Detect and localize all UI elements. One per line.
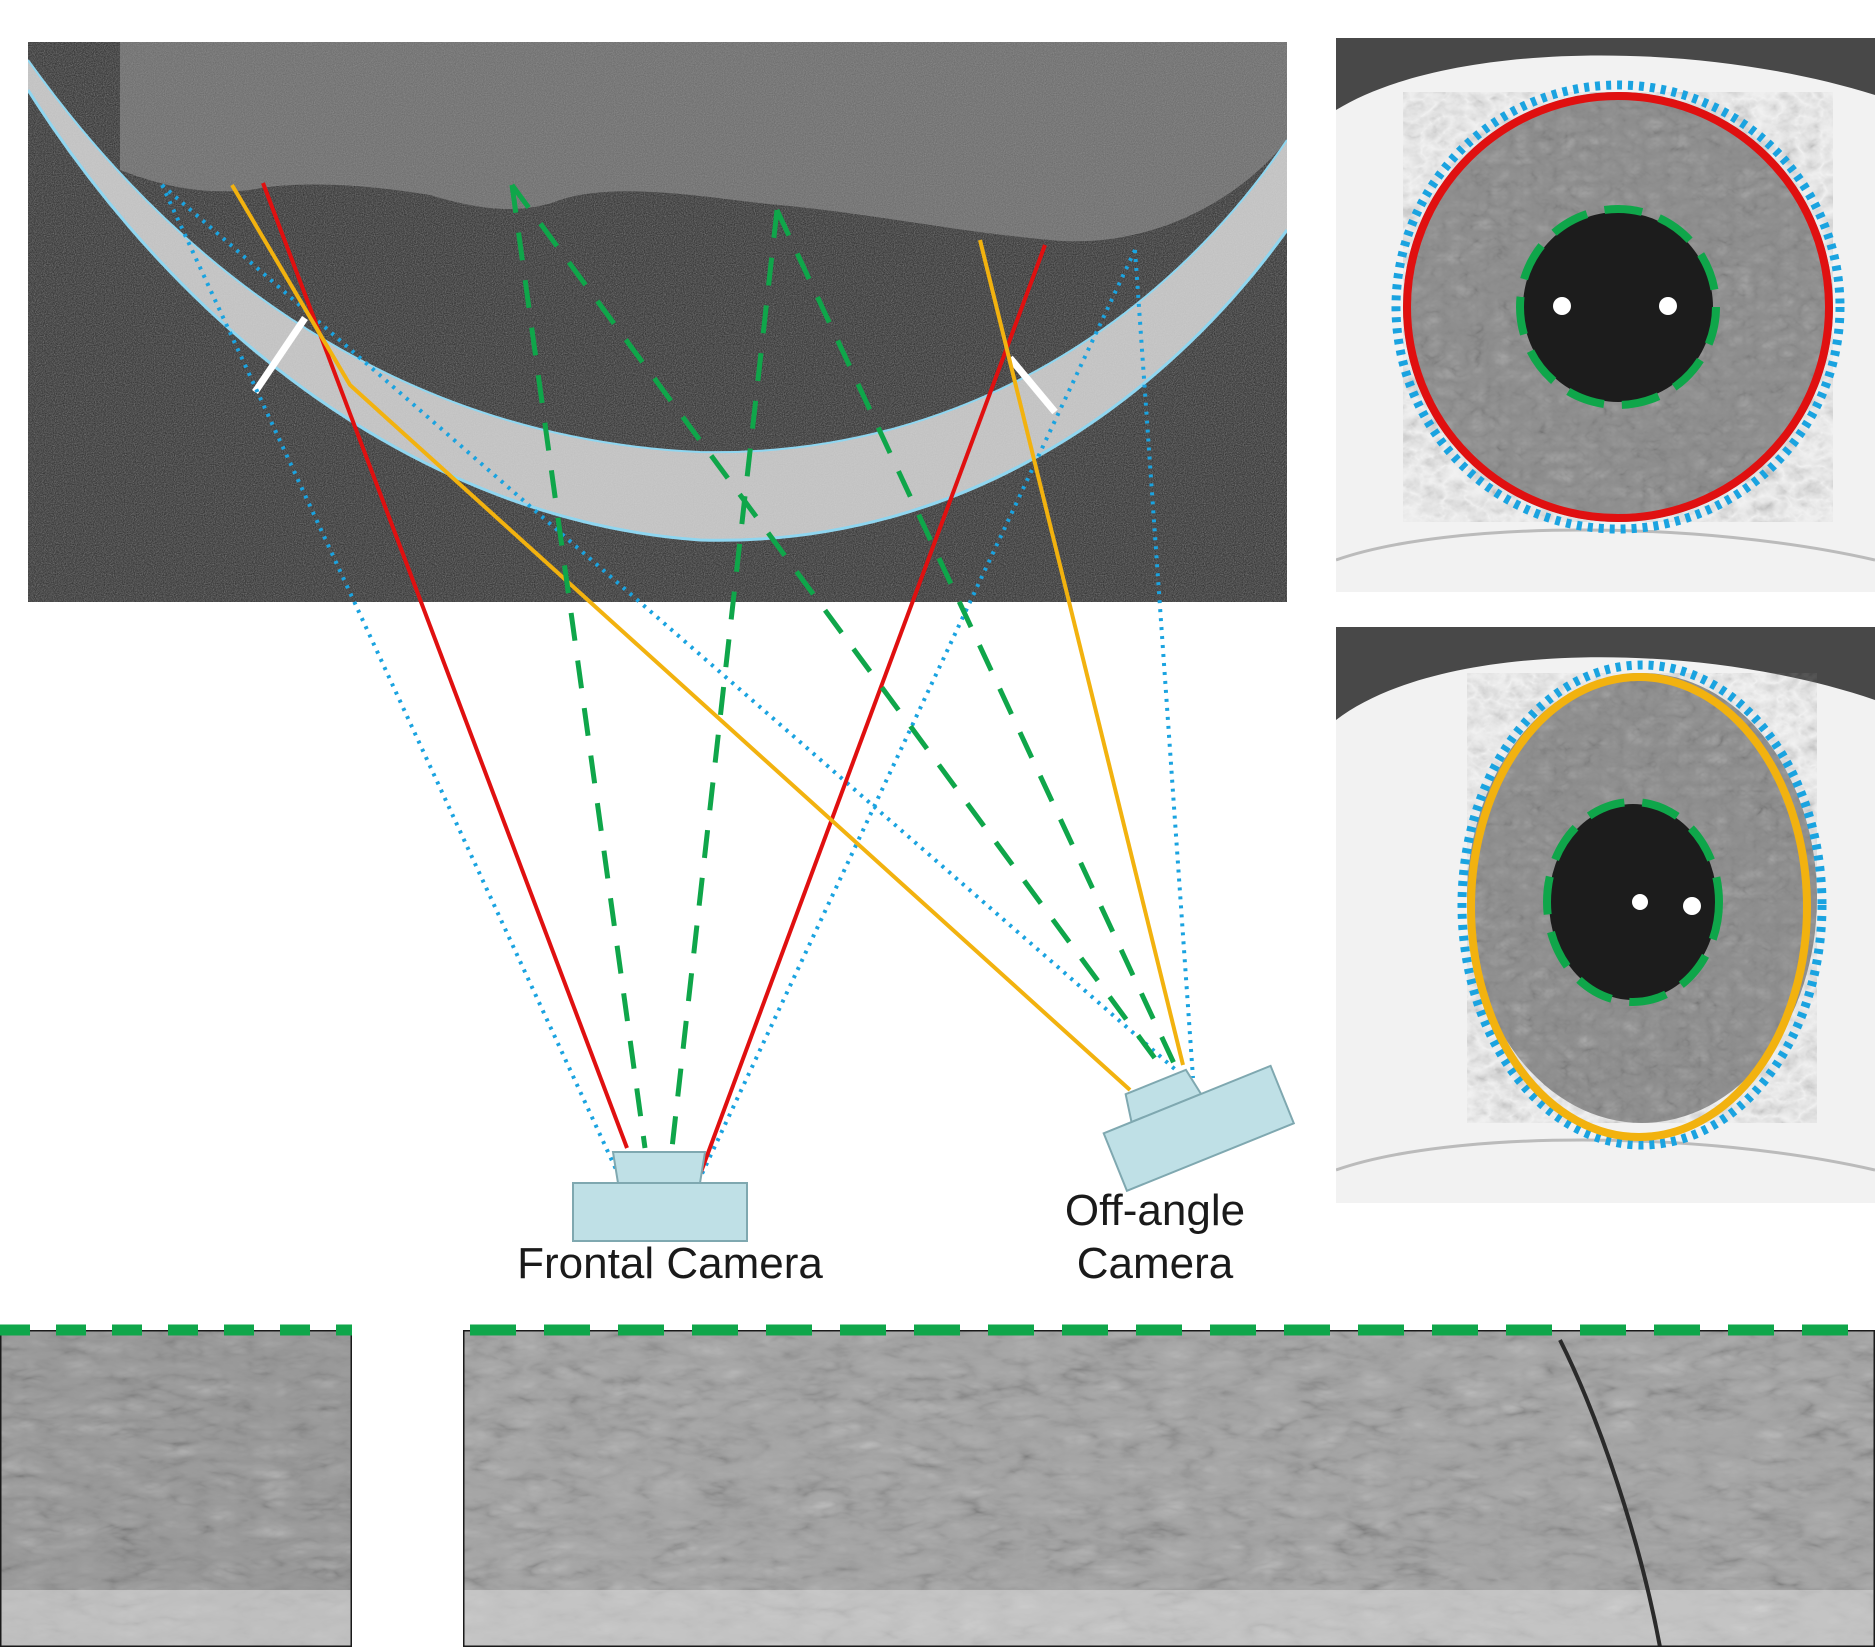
- frontal-unwrap-strip: [0, 1330, 352, 1647]
- eye1-glint-right: [1659, 297, 1677, 315]
- offangle-camera-label-line1: Off-angle: [1020, 1185, 1290, 1238]
- eye1-glint-left: [1553, 297, 1571, 315]
- eye2-glint-right: [1683, 897, 1701, 915]
- frontal-eye-photo: [1336, 38, 1875, 592]
- frontal-camera-body: [573, 1183, 747, 1241]
- offangle-eye-photo: [1336, 627, 1875, 1203]
- oct-scan-panel: [28, 42, 1287, 602]
- offangle-unwrap-strip: [463, 1330, 1875, 1647]
- offangle-camera-label-line2: Camera: [1020, 1238, 1290, 1291]
- strip2-lower-band: [463, 1590, 1875, 1647]
- frontal-camera-lens: [613, 1152, 705, 1183]
- offangle-camera-body: [1104, 1066, 1294, 1191]
- eye2-glint-left: [1632, 894, 1648, 910]
- strip1-lower-band: [0, 1590, 352, 1647]
- offangle-camera-icon: [1093, 1040, 1294, 1191]
- frontal-camera-icon: [573, 1152, 747, 1241]
- frontal-camera-label: Frontal Camera: [455, 1238, 885, 1291]
- offangle-camera-label: Off-angle Camera: [1020, 1185, 1290, 1291]
